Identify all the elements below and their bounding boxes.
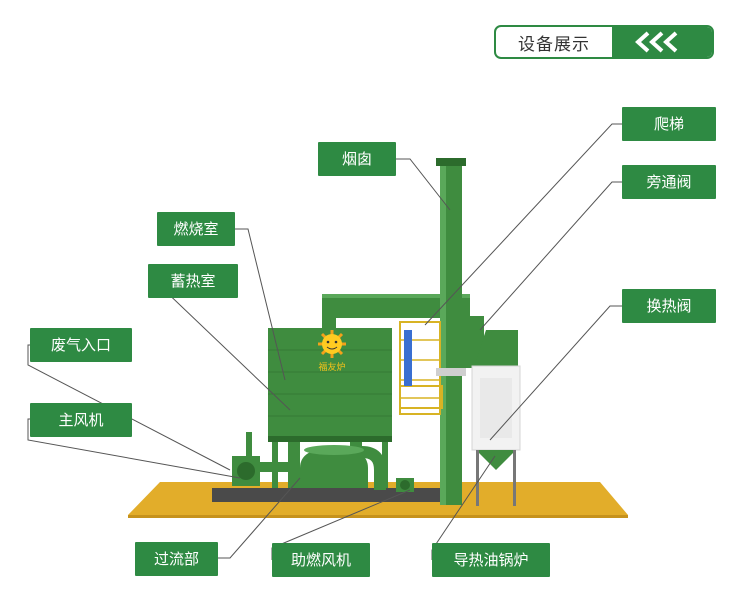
leader-combustion [235,228,286,381]
label-chimney: 烟囱 [318,142,396,176]
label-main-fan: 主风机 [30,403,132,437]
label-heat-exchange-valve: 换热阀 [622,289,716,323]
overflow-section-dome [300,448,368,488]
label-exhaust-inlet: 废气入口 [30,328,132,362]
label-combustion-fan: 助燃风机 [272,543,370,577]
label-combustion-chamber: 燃烧室 [157,212,235,246]
label-overflow-section: 过流部 [135,542,218,576]
leader-bypass [479,181,622,331]
leader-overflow [218,477,301,559]
leader-chimney [396,158,451,211]
label-thermal-oil-boiler: 导热油锅炉 [432,543,550,577]
skid-frame [212,488,452,502]
label-bypass-valve: 旁通阀 [622,165,716,199]
label-ladder: 爬梯 [622,107,716,141]
leader-ladder [424,123,622,326]
thermal-oil-boiler-top [474,330,518,366]
triple-chevron-left-icon[interactable] [612,27,712,57]
section-header: 设备展示 [494,25,714,59]
label-regenerative-chamber: 蓄热室 [148,264,238,298]
logo-sun-icon [318,330,346,358]
logo-text: 福友炉 [318,361,345,373]
section-title: 设备展示 [518,34,590,55]
leader-heat-valve [489,305,622,441]
leader-main-fan [27,418,241,479]
